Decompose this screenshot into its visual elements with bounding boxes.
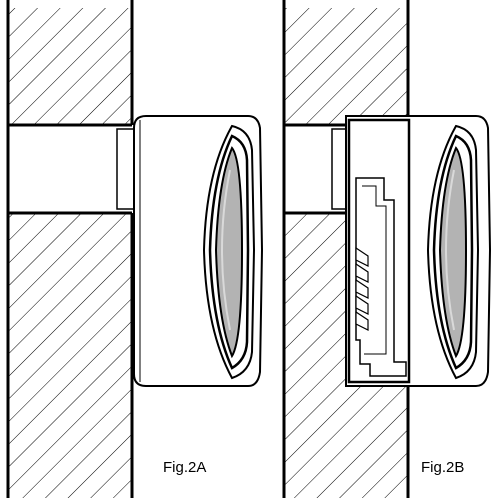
fig-2b-blades	[355, 246, 369, 331]
fig-2b-drawing	[282, 0, 492, 498]
fig-2b-lens	[438, 146, 468, 359]
fig-2a-label: Fig.2A	[163, 459, 207, 476]
fig-2a-wall-outline	[6, 0, 134, 498]
fig-2b-label: Fig.2B	[421, 459, 465, 476]
fig-2a-lens	[214, 146, 244, 359]
fig-2a-wall-upper	[8, 8, 132, 125]
fig-2b-lens-highlight	[444, 169, 455, 331]
fig-2b-mechanism-inner	[362, 185, 387, 355]
fig-2a-lens-highlight	[220, 169, 231, 331]
fig-2b-wall-outline	[282, 0, 410, 498]
fig-2a-wall-lower	[8, 213, 132, 498]
fig-2b-wall-upper	[284, 8, 408, 125]
fig-2a-drawing	[6, 0, 264, 498]
fig-2a-neck	[116, 128, 135, 210]
